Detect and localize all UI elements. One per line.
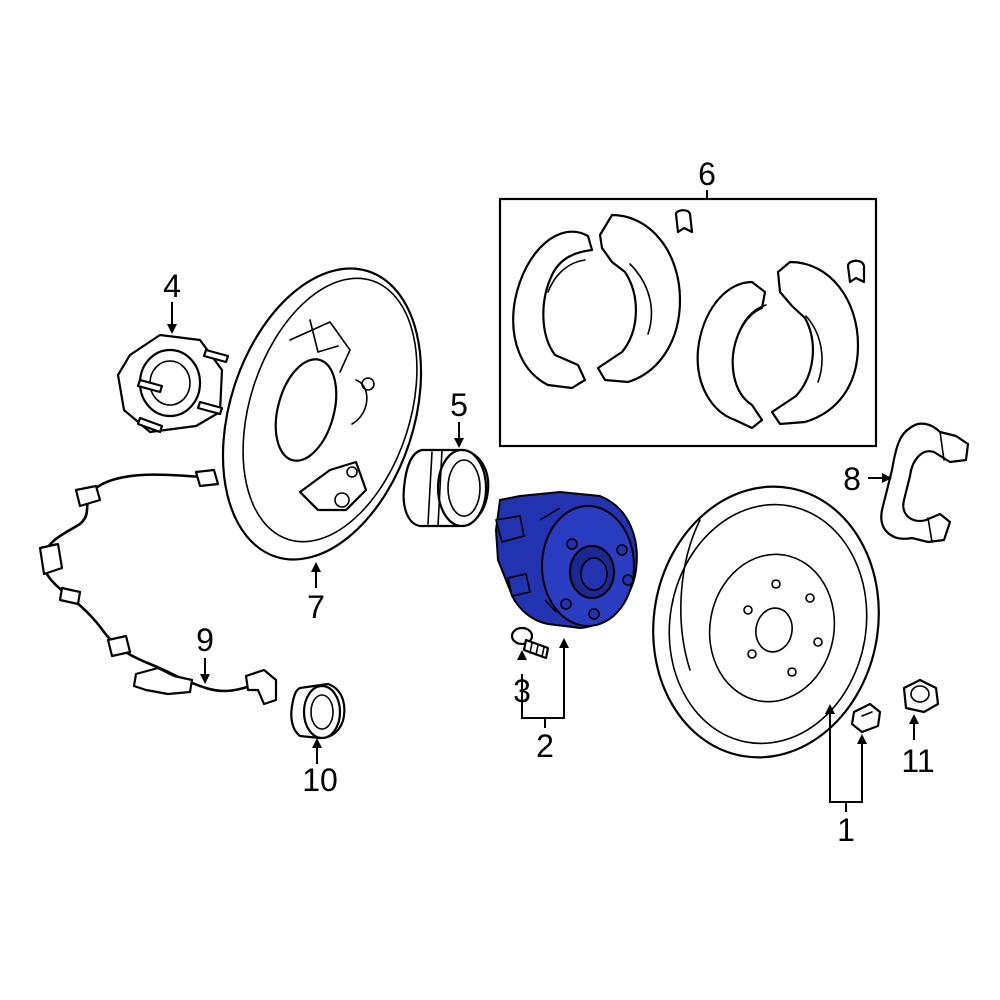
callout-8: 8 [843, 461, 861, 497]
brake-hose[interactable] [880, 422, 970, 544]
callout-11: 11 [901, 743, 934, 779]
lug-nut[interactable] [902, 678, 940, 714]
brake-shoe-set[interactable] [498, 197, 878, 448]
abs-sensor-harness[interactable] [38, 468, 278, 706]
callout-10: 10 [302, 762, 338, 798]
hub-bolt[interactable] [510, 626, 550, 660]
callout-6: 6 [698, 156, 716, 192]
hub-adapter[interactable] [116, 333, 230, 434]
leader-lines [167, 190, 919, 812]
drum-clip[interactable] [850, 702, 882, 734]
hub-bearing-assembly[interactable] [494, 490, 638, 630]
axle-seal[interactable] [402, 448, 490, 528]
callout-1: 1 [837, 812, 855, 848]
callout-7: 7 [307, 589, 325, 625]
callout-2: 2 [536, 728, 554, 764]
backing-plate[interactable] [188, 243, 456, 585]
callout-labels: 6 4 5 7 8 9 10 3 2 1 11 [163, 156, 935, 848]
brake-drum[interactable] [632, 469, 900, 776]
callout-3: 3 [513, 673, 531, 709]
callout-4: 4 [163, 268, 181, 304]
small-seal[interactable] [290, 682, 346, 740]
callout-5: 5 [450, 387, 468, 423]
callout-9: 9 [196, 622, 214, 658]
